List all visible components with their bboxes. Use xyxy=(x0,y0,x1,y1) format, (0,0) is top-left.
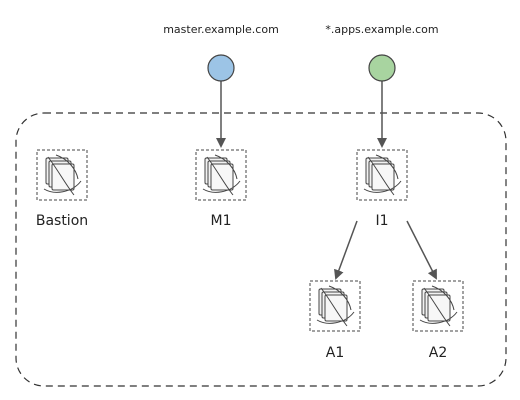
cluster-boundary xyxy=(15,112,507,387)
node-bastion-label: Bastion xyxy=(36,213,88,229)
node-a1-label: A1 xyxy=(326,345,344,361)
server-icon xyxy=(36,149,88,201)
node-a2: A2 xyxy=(412,280,464,361)
server-icon xyxy=(195,149,247,201)
server-icon xyxy=(356,149,408,201)
endpoint-apps-label: *.apps.example.com xyxy=(325,23,438,36)
node-m1-label: M1 xyxy=(211,213,232,229)
node-i1: I1 xyxy=(356,149,408,229)
endpoint-apps: *.apps.example.com xyxy=(325,23,439,82)
endpoint-master-label: master.example.com xyxy=(163,23,279,36)
server-icon xyxy=(309,280,361,332)
endpoint-master: master.example.com xyxy=(163,23,279,82)
node-bastion: Bastion xyxy=(36,149,88,229)
edge-i1-to-a1 xyxy=(334,220,358,280)
node-a1: A1 xyxy=(309,280,361,361)
edges xyxy=(216,81,437,280)
node-i1-label: I1 xyxy=(375,213,388,229)
node-m1: M1 xyxy=(195,149,247,229)
endpoint-apps-circle xyxy=(368,54,396,82)
node-a2-label: A2 xyxy=(429,345,447,361)
server-icon xyxy=(412,280,464,332)
edge-i1-to-a2 xyxy=(406,220,437,280)
endpoint-master-circle xyxy=(207,54,235,82)
